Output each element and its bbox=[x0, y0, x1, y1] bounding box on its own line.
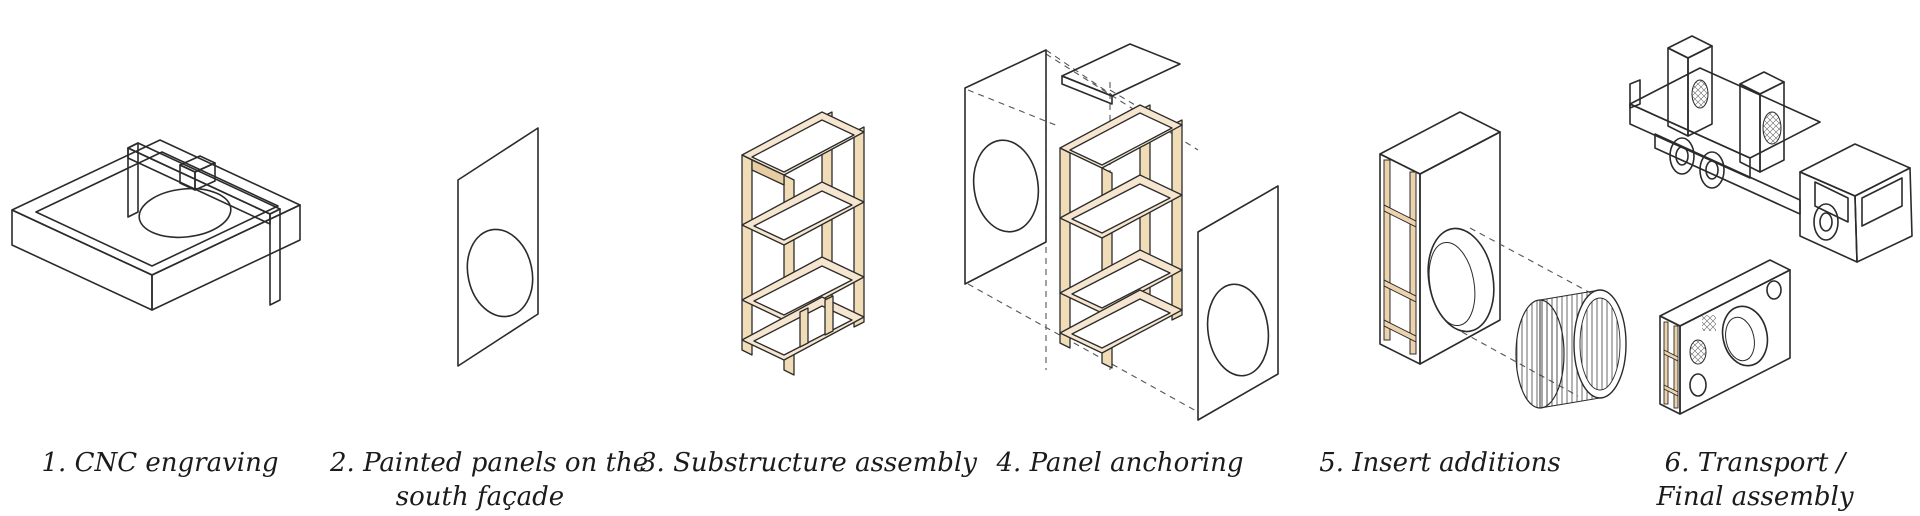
step-1-caption: 1. CNC engraving bbox=[41, 448, 279, 478]
step-3-caption: 3. Substructure assembly bbox=[640, 448, 977, 478]
step-4-caption: 4. Panel anchoring bbox=[996, 448, 1244, 478]
cnc-machine-icon bbox=[11, 139, 301, 311]
step-2-caption: 2. Painted panels on the south façade bbox=[330, 448, 649, 512]
final-assembly-icon bbox=[1659, 259, 1791, 415]
painted-panel-icon bbox=[457, 127, 539, 367]
step-6-caption: 6. Transport / Final assembly bbox=[1656, 448, 1854, 512]
timber-frame-icon bbox=[741, 111, 865, 376]
side-panel-left bbox=[964, 49, 1047, 285]
side-panel-right bbox=[1197, 185, 1279, 421]
top-plate bbox=[1061, 43, 1181, 97]
insert-module-icon bbox=[1379, 111, 1627, 409]
exploded-panel-icon bbox=[964, 43, 1279, 421]
wood-sheet bbox=[35, 151, 279, 267]
cylinder-insert bbox=[1515, 289, 1627, 409]
truck-icon bbox=[1629, 35, 1913, 263]
step-5-caption: 5. Insert additions bbox=[1319, 448, 1561, 478]
